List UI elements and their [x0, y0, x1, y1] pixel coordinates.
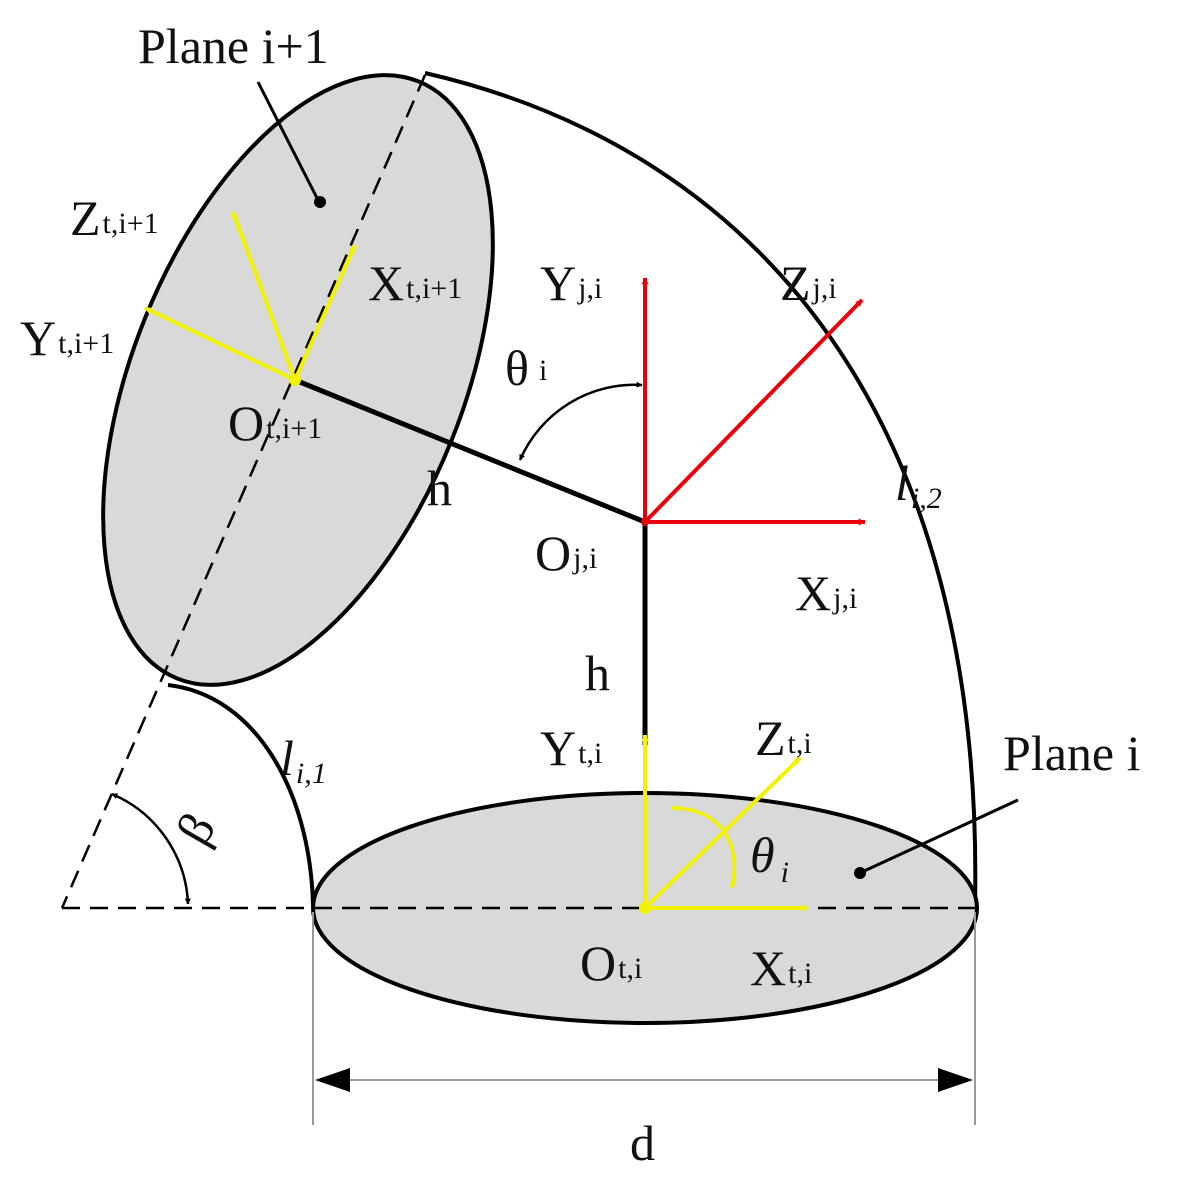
h-lower-label: h: [585, 645, 610, 701]
x-t-next-label: Xt,i+1: [368, 255, 462, 311]
z-j-label: Zj,i: [780, 255, 837, 311]
theta-lower-angle-arc: [671, 804, 737, 889]
plane-upper-leader-dot: [314, 196, 326, 208]
z-t-label: Zt,i: [755, 710, 812, 766]
o-t-label: Ot,i: [580, 935, 642, 991]
tool-next-origin-point: [289, 374, 301, 386]
upper-dashed-axis: [60, 74, 427, 909]
y-j-label: Yj,i: [540, 255, 602, 311]
dimension-arrow-left: [315, 1068, 350, 1092]
tool-next-y-axis: [144, 306, 296, 382]
plane-lower-label: Plane i: [1003, 725, 1140, 781]
plane-upper-leader: [256, 81, 320, 201]
y-t-next-label: Yt,i+1: [20, 310, 114, 366]
plane-lower-leader: [861, 798, 1019, 874]
y-t-label: Yt,i: [540, 720, 602, 776]
joint-z-axis: [643, 298, 864, 524]
x-j-label: Xj,i: [795, 565, 857, 621]
x-t-label: Xt,i: [750, 940, 812, 996]
plane-upper-label: Plane i+1: [138, 18, 329, 74]
beta-angle-arc: [111, 792, 191, 905]
tool-next-z-axis: [231, 211, 297, 381]
beta-label: β: [165, 804, 226, 854]
arc-outer-label: li,2: [895, 455, 942, 515]
z-t-next-label: Zt,i+1: [70, 190, 159, 246]
o-t-next-label: Ot,i+1: [228, 395, 322, 451]
h-upper-label: h: [427, 460, 452, 516]
theta-upper-angle-arc: [518, 381, 643, 461]
tool-origin-point: [639, 902, 651, 914]
joint-origin-point: [641, 518, 649, 526]
d-label: d: [630, 1115, 655, 1171]
arc-inner-label: li,1: [280, 730, 327, 790]
dimension-arrow-right: [938, 1068, 973, 1092]
link-h-upper: [294, 377, 646, 525]
outer-arc-l-i2: [424, 71, 978, 906]
inner-arc-l-i1: [167, 683, 315, 906]
tool-next-x-axis: [293, 244, 357, 381]
plane-lower-leader-dot: [854, 867, 866, 879]
o-j-label: Oj,i: [535, 525, 597, 581]
